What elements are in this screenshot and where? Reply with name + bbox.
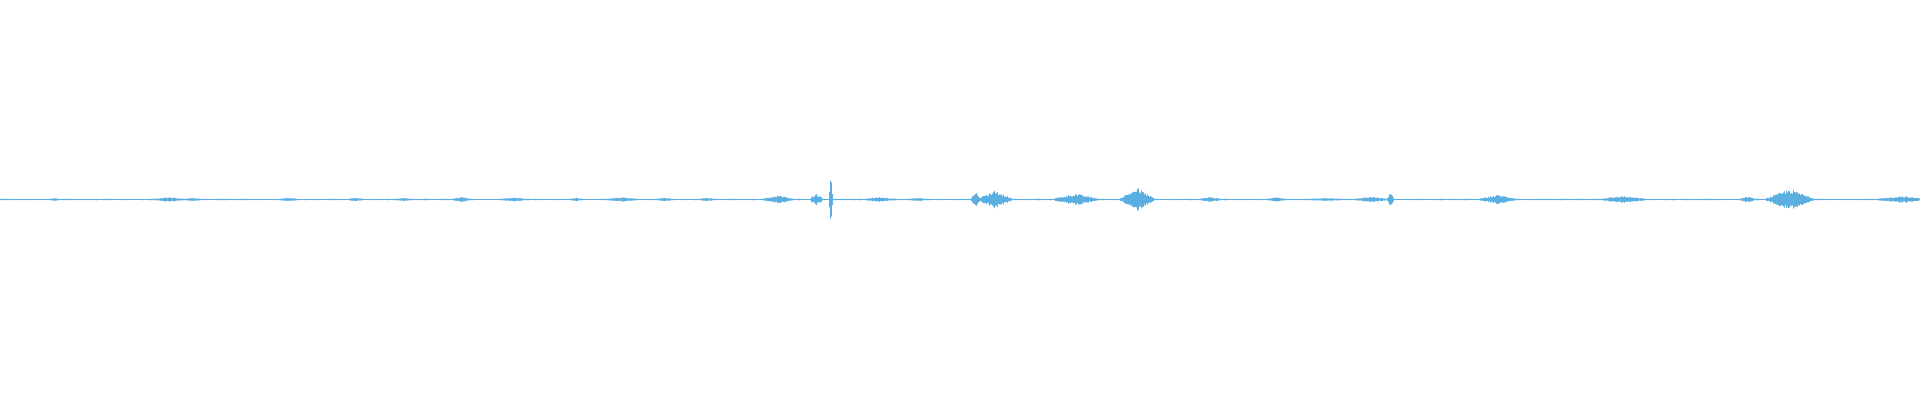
waveform-path [0,180,1920,219]
